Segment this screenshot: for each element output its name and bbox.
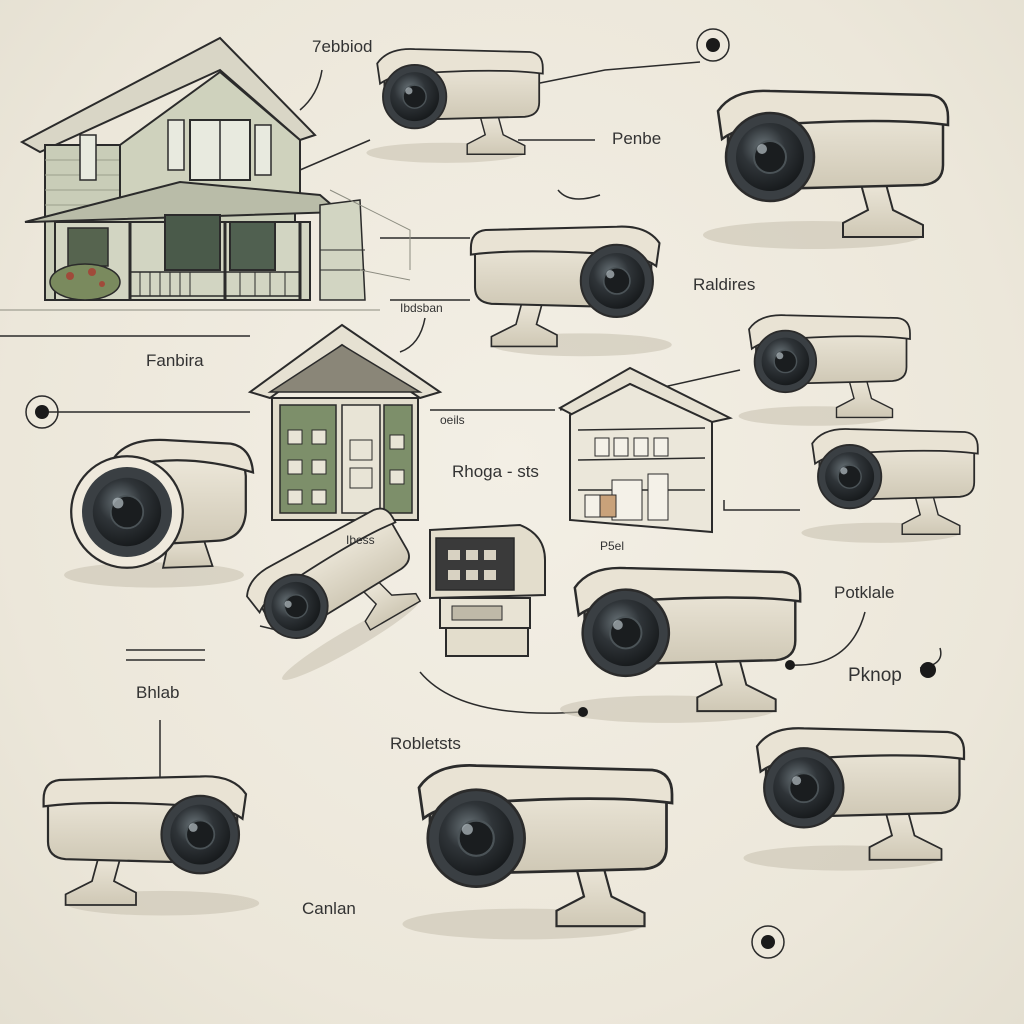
device-icon — [429, 523, 546, 657]
kiosk-icon — [247, 323, 443, 521]
label-right-middle: Raldires — [693, 275, 756, 294]
camera-icon — [800, 428, 979, 544]
camera-icon — [229, 500, 441, 689]
label-bottom-center: Canlan — [302, 899, 356, 918]
camera-icon — [737, 314, 911, 427]
camera-icon — [365, 48, 544, 164]
camera-icon — [401, 764, 674, 941]
label-under-shelf: P5el — [600, 539, 625, 553]
camera-icon — [62, 438, 255, 589]
camera-icon — [469, 225, 673, 358]
camera-icon — [701, 89, 950, 251]
target-dot-icon — [696, 28, 730, 62]
target-dot-icon — [751, 925, 785, 959]
label-right-bottom: Pknop — [848, 665, 902, 686]
label-center-lower: Robletsts — [390, 734, 461, 753]
label-house-small: Ibdsban — [400, 301, 443, 315]
label-right-upper: Penbe — [612, 129, 662, 148]
camera-icon — [742, 727, 966, 872]
small-dot-icon — [578, 707, 588, 717]
house-icon — [0, 36, 411, 311]
label-middle-center: Rhoga - sts — [452, 462, 539, 481]
camera-icon — [558, 566, 802, 725]
label-right-lower: Potklale — [834, 583, 895, 602]
small-dot-icon — [785, 660, 795, 670]
label-top-center: 7ebbiod — [312, 37, 373, 56]
camera-icon — [42, 775, 261, 917]
shelf-unit-icon — [557, 366, 733, 534]
label-left-upper: Fanbira — [146, 351, 204, 370]
label-under-kiosk: Ibess — [346, 533, 375, 547]
label-kiosk-side: oeils — [440, 413, 465, 427]
label-left-lower: Bhlab — [136, 683, 180, 702]
small-dot-icon — [920, 662, 936, 678]
